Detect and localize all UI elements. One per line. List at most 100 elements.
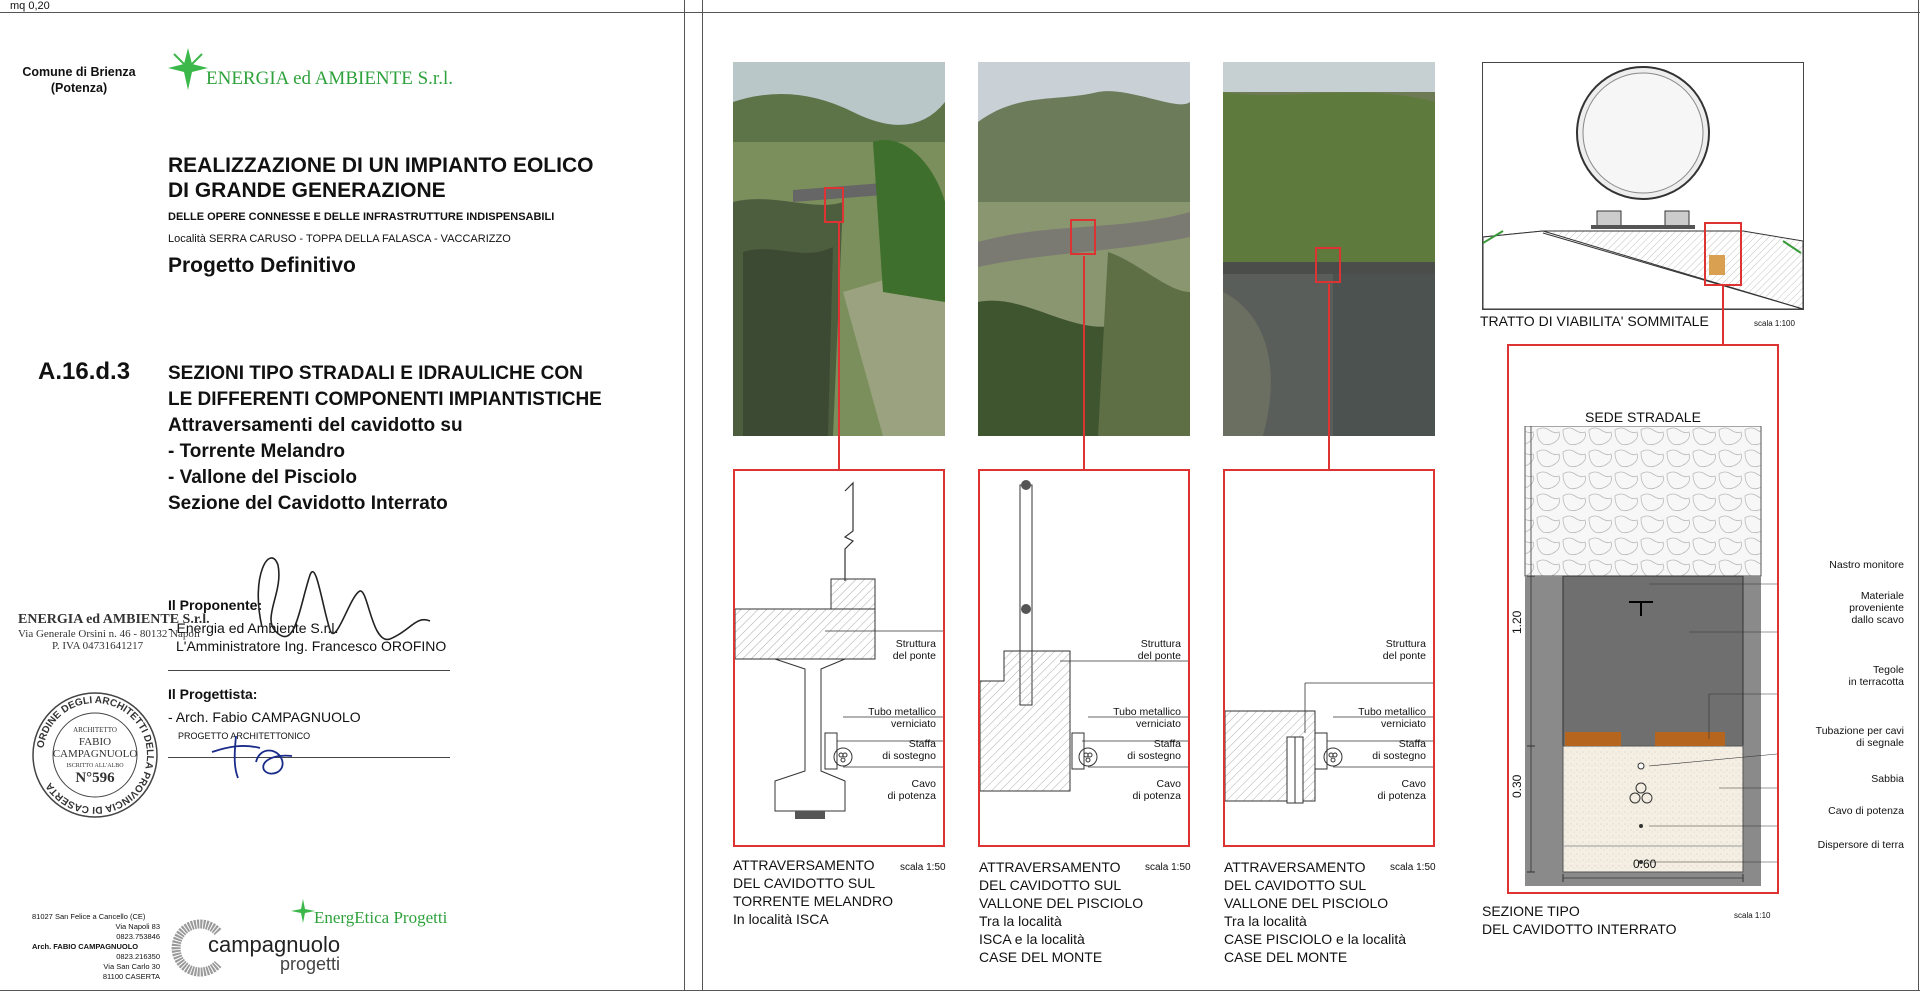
- stamp-line1: ENERGIA ed AMBIENTE S.r.l.: [18, 612, 210, 627]
- designer-name: - Arch. Fabio CAMPAGNUOLO: [168, 709, 361, 725]
- road-top-drawing: [1482, 66, 1804, 310]
- campagnuolo-logo: campagnuolo progetti: [168, 918, 458, 984]
- footer-addr3: 0823.753846: [116, 932, 160, 941]
- detail-1-scale: scala 1:50: [900, 862, 946, 873]
- seal-inner2: FABIO: [78, 736, 112, 748]
- label-materiale: Materiale proveniente dallo scavo: [1849, 590, 1904, 626]
- detail-frame-2: [978, 469, 1190, 847]
- dim-060-label: 0.60: [1633, 857, 1657, 871]
- document-line4: - Torrente Melandro: [168, 441, 345, 462]
- detail-3-label-bracket: Staffa di sostegno: [1372, 738, 1426, 762]
- document-line6: Sezione del Cavidotto Interrato: [168, 493, 448, 514]
- footer-addr5: Via San Carlo 30: [103, 962, 160, 971]
- footer-addr4: 0823.216350: [116, 952, 160, 961]
- document-line2: LE DIFFERENTI COMPONENTI IMPIANTISTICHE: [168, 389, 602, 410]
- sheet-top-border: [0, 12, 1920, 13]
- detail-2-label-cable: Cavo di potenza: [1132, 778, 1181, 802]
- detail-1-label-tube: Tubo metallico verniciato: [868, 706, 936, 730]
- sheet-fold-line-left: [684, 0, 685, 990]
- star-logo-icon: [168, 48, 208, 90]
- sheet-scale-label: mq 0,20: [10, 0, 50, 12]
- stamp-line2: Via Generale Orsini n. 46 - 80132 Napoli: [18, 628, 201, 640]
- designer-signature-line: [168, 757, 450, 758]
- campagnuolo-text1: campagnuolo: [208, 932, 341, 957]
- detail-2-drawing: [979, 480, 1188, 792]
- detail-1-label-cable: Cavo di potenza: [887, 778, 936, 802]
- detail-3-label-structure: Struttura del ponte: [1382, 638, 1426, 662]
- road-top-highlight: [1704, 222, 1742, 286]
- architect-seal: ORDINE DEGLI ARCHITETTI DELLA PROVINCIA …: [30, 690, 160, 820]
- energetica-logo: EnergEtica Progetti: [290, 898, 480, 928]
- leader-line-3: [1328, 284, 1330, 469]
- detail-3-label-cable: Cavo di potenza: [1377, 778, 1426, 802]
- road-section-frame: SEDE STRADALE: [1507, 344, 1779, 894]
- document-line1: SEZIONI TIPO STRADALI E IDRAULICHE CON: [168, 363, 583, 384]
- detail-2-label-bracket: Staffa di sostegno: [1127, 738, 1181, 762]
- detail-2-caption: ATTRAVERSAMENTO DEL CAVIDOTTO SUL VALLON…: [979, 859, 1144, 965]
- dim-030-label: 0.30: [1510, 774, 1524, 798]
- document-line3: Attraversamenti del cavidotto su: [168, 415, 463, 436]
- sheet-fold-line-right: [702, 0, 703, 990]
- photo-vallone-pisciolo-1: [978, 62, 1190, 436]
- detail-1-label-bracket: Staffa di sostegno: [882, 738, 936, 762]
- municipality-block: Comune di Brienza (Potenza): [20, 64, 138, 96]
- footer-arch: Arch. FABIO CAMPAGNUOLO: [32, 942, 139, 951]
- detail-3-scale: scala 1:50: [1390, 862, 1436, 873]
- dim-120-label: 1.20: [1510, 610, 1524, 634]
- leader-line-2: [1083, 256, 1085, 469]
- road-top-frame: [1482, 62, 1804, 310]
- campagnuolo-c-icon: [171, 919, 222, 977]
- designer-role: PROGETTO ARCHITETTONICO: [178, 731, 311, 741]
- footer-addr1: 81027 San Felice a Cancello (CE): [32, 912, 146, 921]
- document-code: A.16.d.3: [38, 358, 131, 385]
- photo-vallone-pisciolo-2: [1223, 62, 1435, 436]
- municipality-name: Comune di Brienza: [22, 65, 136, 79]
- energetica-text: EnergEtica Progetti: [314, 908, 448, 927]
- seal-inner4: ISCRITTO ALL'ALBO: [66, 763, 124, 769]
- project-phase: Progetto Definitivo: [168, 254, 356, 277]
- road-section-drawing: [1524, 426, 1777, 886]
- detail-frame-3: [1223, 469, 1435, 847]
- road-section-header: SEDE STRADALE: [1585, 409, 1701, 425]
- project-title-line2: DI GRANDE GENERAZIONE: [168, 179, 446, 202]
- leader-line-1: [838, 222, 840, 469]
- footer-address: 81027 San Felice a Cancello (CE) Via Nap…: [32, 912, 160, 982]
- project-title-line1: REALIZZAZIONE DI UN IMPIANTO EOLICO: [168, 154, 594, 177]
- label-nastro: Nastro monitore: [1829, 559, 1904, 571]
- detail-2-label-structure: Struttura del ponte: [1137, 638, 1181, 662]
- energetica-star-icon: [291, 899, 315, 923]
- project-location: Località SERRA CARUSO - TOPPA DELLA FALA…: [168, 233, 511, 245]
- seal-inner: ARCHITETTO FABIO CAMPAGNUOLO ISCRITTO AL…: [30, 724, 160, 786]
- project-title: REALIZZAZIONE DI UN IMPIANTO EOLICO DI G…: [168, 153, 593, 203]
- road-section-scale: scala 1:10: [1734, 911, 1771, 920]
- detail-1-label-structure: Struttura del ponte: [892, 638, 936, 662]
- label-sabbia: Sabbia: [1871, 773, 1904, 785]
- detail-frame-1: [733, 469, 945, 847]
- label-tegole: Tegole in terracotta: [1848, 664, 1904, 688]
- proponent-admin: L'Amministratore Ing. Francesco OROFINO: [176, 638, 447, 654]
- seal-inner3: CAMPAGNUOLO: [52, 748, 138, 760]
- photo-torrente-melandro: [733, 62, 945, 436]
- company-logo-text: ENERGIA ed AMBIENTE S.r.l.: [206, 68, 453, 89]
- proponent-signature: [257, 557, 431, 640]
- footer-addr2: Via Napoli 83: [115, 922, 160, 931]
- detail-3-label-tube: Tubo metallico verniciato: [1358, 706, 1426, 730]
- footer-addr6: 81100 CASERTA: [102, 972, 160, 981]
- road-top-caption: TRATTO DI VIABILITA' SOMMITALE: [1480, 313, 1709, 329]
- road-top-scale: scala 1:100: [1754, 319, 1795, 328]
- label-tubazione: Tubazione per cavi di segnale: [1815, 725, 1904, 749]
- detail-3-caption: ATTRAVERSAMENTO DEL CAVIDOTTO SUL VALLON…: [1224, 859, 1407, 965]
- seal-inner1: ARCHITETTO: [73, 726, 117, 734]
- detail-2-label-tube: Tubo metallico verniciato: [1113, 706, 1181, 730]
- detail-2-scale: scala 1:50: [1145, 862, 1191, 873]
- proponent-signature-line: [168, 670, 450, 671]
- designer-signature: [211, 735, 293, 779]
- stamp-line3: P. IVA 04731641217: [52, 640, 144, 652]
- seal-ring-icon: ORDINE DEGLI ARCHITETTI DELLA PROVINCIA …: [32, 692, 158, 818]
- company-logo: ENERGIA ed AMBIENTE S.r.l.: [166, 46, 466, 92]
- document-description: SEZIONI TIPO STRADALI E IDRAULICHE CON L…: [168, 361, 602, 517]
- sheet-bottom-border: [0, 990, 1920, 991]
- road-leader-line: [1722, 286, 1724, 344]
- campagnuolo-text2: progetti: [280, 954, 341, 974]
- label-cavo-potenza: Cavo di potenza: [1828, 805, 1904, 817]
